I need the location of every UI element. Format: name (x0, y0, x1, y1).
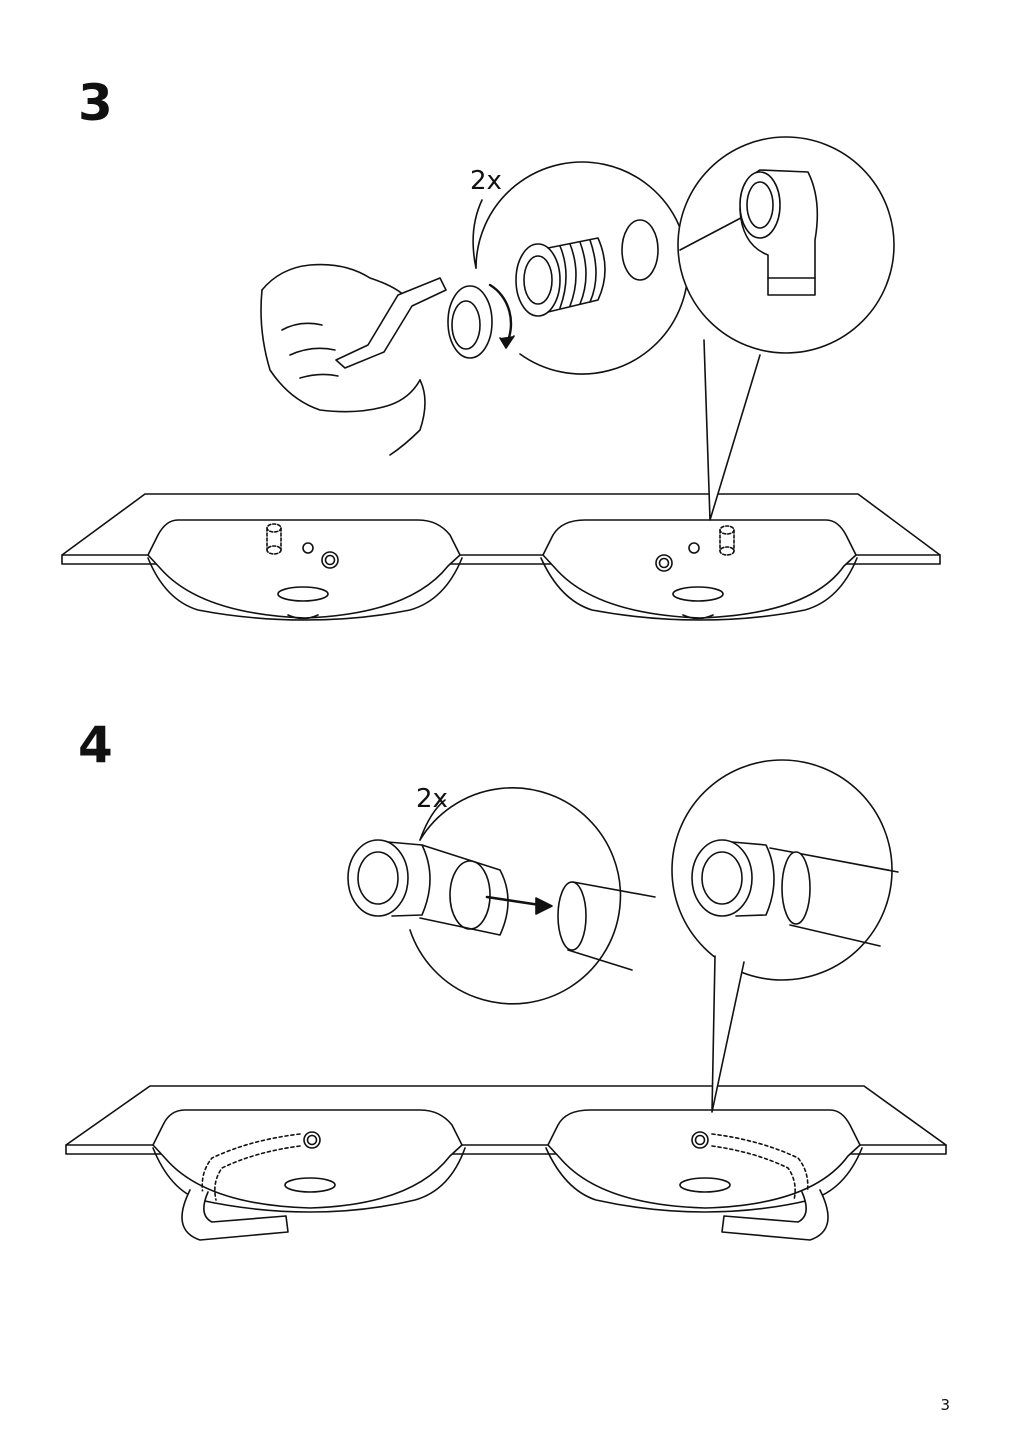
step3-double-washbasin (62, 494, 940, 620)
step4-detail-callout-left (348, 788, 655, 1004)
step3-illustration (62, 137, 940, 620)
step-3-quantity-label: 2x (470, 166, 502, 196)
page-number: 3 (940, 1396, 950, 1414)
step4-detail-callout-right (672, 760, 898, 1112)
step4-double-washbasin (66, 1086, 946, 1240)
step3-detail-callout-right (678, 137, 894, 520)
step-4-number: 4 (78, 716, 113, 774)
step-3-number: 3 (78, 74, 113, 132)
step4-illustration (66, 760, 946, 1240)
step3-detail-callout-left (261, 162, 688, 455)
step-4-quantity-label: 2x (416, 784, 448, 814)
